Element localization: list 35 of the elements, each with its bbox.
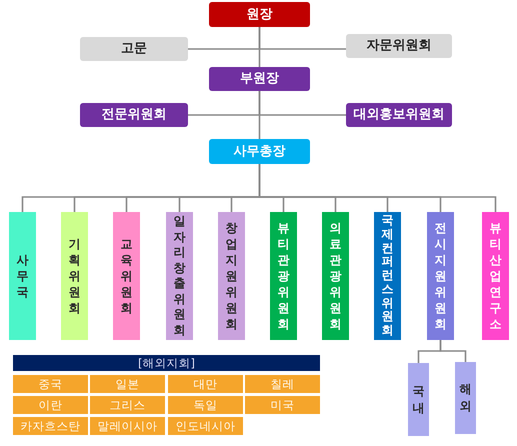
department-bar: 국제컨퍼런스위원회 — [374, 212, 401, 340]
department-bar: 창업지원위원회 — [218, 212, 245, 340]
branch-box: 그리스 — [90, 396, 165, 414]
sub-department-bar: 국내 — [408, 363, 429, 436]
position-box: 원장 — [209, 2, 310, 27]
connector-line — [258, 27, 260, 67]
committee-box: 자문위원회 — [346, 34, 452, 58]
department-bar: 일자리창출위원회 — [166, 212, 193, 340]
branch-box: 말레이시아 — [90, 417, 165, 435]
department-bar: 뷰티산업연구소 — [482, 212, 509, 340]
department-bar: 교육위원회 — [113, 212, 140, 340]
branch-box: 독일 — [168, 396, 243, 414]
position-box: 사무총장 — [209, 139, 310, 164]
department-bar: 뷰티관광위원회 — [270, 212, 297, 340]
branch-box: 인도네시아 — [168, 417, 243, 435]
department-bar: 의료관광위원회 — [322, 212, 349, 340]
branch-box: 칠레 — [245, 375, 320, 393]
position-box: 부원장 — [209, 67, 310, 91]
branch-box: 일본 — [90, 375, 165, 393]
committee-box: 고문 — [80, 37, 188, 61]
branch-box: 대만 — [168, 375, 243, 393]
department-bar: 사무국 — [9, 212, 36, 340]
section-header: [해외지회] — [13, 355, 320, 371]
committee-box: 전문위원회 — [80, 103, 188, 127]
committee-box: 대외홍보위원회 — [346, 103, 452, 127]
connector-line — [258, 164, 496, 212]
branch-box: 카자흐스탄 — [13, 417, 88, 435]
branch-box: 미국 — [245, 396, 320, 414]
department-bar: 기획위원회 — [61, 212, 88, 340]
branch-box: 중국 — [13, 375, 88, 393]
department-bar: 전시지원위원회 — [427, 212, 454, 340]
branch-box: 이란 — [13, 396, 88, 414]
connector-line — [258, 91, 260, 139]
connector-line — [440, 340, 466, 362]
sub-department-bar: 해외 — [455, 362, 476, 434]
